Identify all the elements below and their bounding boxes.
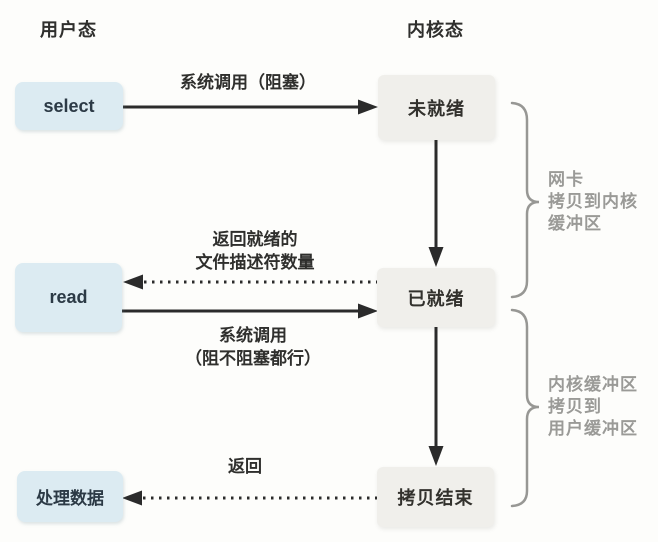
not-ready-to-ready-arrowhead-icon bbox=[428, 247, 444, 267]
node-process-data: 处理数据 bbox=[17, 471, 123, 522]
return-ready-label-line2: 文件描述符数量 bbox=[195, 253, 315, 272]
nic-to-kernel-line3: 缓冲区 bbox=[548, 214, 602, 233]
user-mode-title: 用户态 bbox=[40, 20, 97, 40]
return-ready-label: 返回就绪的 文件描述符数量 bbox=[150, 228, 360, 274]
node-copy-done: 拷贝结束 bbox=[377, 467, 494, 527]
nic-to-kernel-brace bbox=[510, 101, 540, 299]
syscall-optional-label: 系统调用 （阻不阻塞都行） bbox=[148, 324, 358, 370]
syscall-optional-label-line2: （阻不阻塞都行） bbox=[185, 349, 321, 368]
kernel-to-user-brace bbox=[510, 308, 540, 508]
node-process-data-label: 处理数据 bbox=[36, 489, 104, 508]
return-ready-label-line1: 返回就绪的 bbox=[212, 230, 298, 249]
kernel-to-user-line3: 用户缓冲区 bbox=[548, 419, 638, 438]
syscall-optional-arrowhead-icon bbox=[358, 303, 378, 319]
nic-to-kernel-brace-label: 网卡 拷贝到内核 缓冲区 bbox=[548, 169, 638, 235]
nic-to-kernel-line1: 网卡 bbox=[548, 170, 584, 189]
node-not-ready: 未就绪 bbox=[378, 75, 495, 140]
ready-to-copy-done-arrowhead-icon bbox=[428, 446, 444, 466]
return-copy-label: 返回 bbox=[228, 457, 262, 476]
node-ready-label: 已就绪 bbox=[407, 288, 465, 309]
kernel-to-user-line1: 内核缓冲区 bbox=[548, 375, 638, 394]
node-select-label: select bbox=[43, 95, 95, 116]
node-not-ready-label: 未就绪 bbox=[408, 98, 465, 119]
return-ready-arrowhead-icon bbox=[123, 274, 143, 290]
node-copy-done-label: 拷贝结束 bbox=[397, 488, 474, 508]
node-read-label: read bbox=[49, 287, 88, 307]
return-copy-arrowhead-icon bbox=[122, 490, 142, 506]
node-ready: 已就绪 bbox=[377, 268, 495, 327]
node-read: read bbox=[15, 263, 122, 332]
node-select: select bbox=[15, 82, 123, 130]
kernel-to-user-brace-label: 内核缓冲区 拷贝到 用户缓冲区 bbox=[548, 374, 638, 440]
nic-to-kernel-line2: 拷贝到内核 bbox=[548, 192, 638, 211]
kernel-mode-title: 内核态 bbox=[407, 20, 464, 40]
syscall-blocking-label: 系统调用（阻塞） bbox=[180, 73, 316, 92]
kernel-to-user-line2: 拷贝到 bbox=[548, 397, 602, 416]
syscall-optional-label-line1: 系统调用 bbox=[219, 326, 287, 345]
syscall-blocking-arrowhead-icon bbox=[358, 99, 378, 115]
